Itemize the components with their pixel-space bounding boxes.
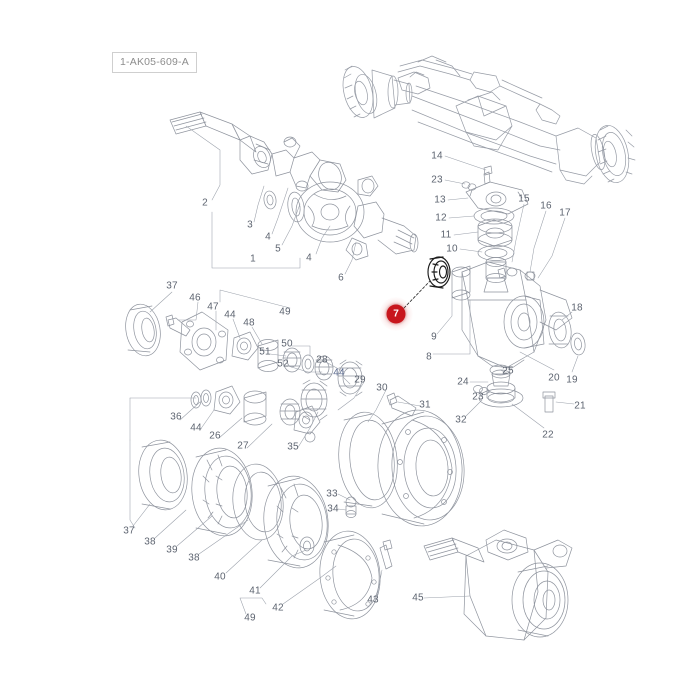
callout-number[interactable]: 41	[249, 585, 261, 597]
callout-number[interactable]: 1	[250, 253, 256, 265]
callout-number[interactable]: 40	[214, 571, 226, 583]
callout-number[interactable]: 30	[376, 382, 388, 394]
callout-number[interactable]: 34	[327, 503, 339, 515]
callout-number[interactable]: 22	[542, 429, 554, 441]
callout-number[interactable]: 36	[170, 411, 182, 423]
callout-number[interactable]: 2	[202, 197, 208, 209]
callout-number[interactable]: 4	[306, 252, 312, 264]
callout-number[interactable]: 6	[338, 272, 344, 284]
callout-number[interactable]: 14	[431, 150, 443, 162]
callout-number[interactable]: 17	[559, 207, 571, 219]
callout-number[interactable]: 51	[259, 346, 271, 358]
callout-number[interactable]: 31	[419, 399, 431, 411]
callout-number[interactable]: 24	[457, 376, 469, 388]
callout-number[interactable]: 46	[189, 292, 201, 304]
callout-number[interactable]: 23	[431, 174, 443, 186]
callout-number[interactable]: 19	[566, 374, 578, 386]
callout-number[interactable]: 37	[166, 280, 178, 292]
callout-number[interactable]: 13	[434, 194, 446, 206]
callout-number[interactable]: 38	[144, 536, 156, 548]
callout-number[interactable]: 12	[435, 212, 447, 224]
callout-number[interactable]: 18	[571, 302, 583, 314]
callout-number[interactable]: 5	[275, 243, 281, 255]
callout-number[interactable]: 11	[440, 229, 452, 241]
callout-number[interactable]: 48	[243, 317, 255, 329]
highlight-number: 7	[386, 304, 406, 324]
callout-number[interactable]: 44	[333, 367, 345, 379]
callout-number[interactable]: 25	[502, 365, 514, 377]
callout-number[interactable]: 26	[209, 430, 221, 442]
callout-number[interactable]: 15	[518, 193, 530, 205]
callout-number[interactable]: 44	[224, 309, 236, 321]
callout-number[interactable]: 45	[412, 592, 424, 604]
callout-number[interactable]: 38	[188, 552, 200, 564]
callout-number[interactable]: 3	[247, 219, 253, 231]
callout-number[interactable]: 42	[272, 602, 284, 614]
callout-number[interactable]: 16	[540, 200, 552, 212]
callout-number[interactable]: 39	[166, 544, 178, 556]
callout-number[interactable]: 27	[237, 440, 249, 452]
callout-number[interactable]: 44	[190, 422, 202, 434]
callout-number[interactable]: 8	[426, 351, 432, 363]
callout-number[interactable]: 20	[548, 372, 560, 384]
callout-number[interactable]: 10	[446, 243, 458, 255]
callout-number[interactable]: 21	[574, 400, 586, 412]
callout-number[interactable]: 43	[367, 594, 379, 606]
callout-number[interactable]: 28	[316, 354, 328, 366]
callout-number[interactable]: 9	[431, 331, 437, 343]
callout-number[interactable]: 52	[277, 358, 289, 370]
callout-number[interactable]: 35	[287, 441, 299, 453]
callout-number[interactable]: 29	[354, 374, 366, 386]
callout-number[interactable]: 32	[455, 414, 467, 426]
callout-number[interactable]: 50	[281, 338, 293, 350]
callout-number[interactable]: 33	[326, 488, 338, 500]
drawing-code-label: 1-AK05-609-A	[112, 52, 197, 73]
callout-number[interactable]: 47	[207, 301, 219, 313]
callout-number[interactable]: 4	[265, 231, 271, 243]
callout-number[interactable]: 49	[279, 306, 291, 318]
callout-number[interactable]: 23	[472, 391, 484, 403]
callout-number[interactable]: 37	[123, 525, 135, 537]
callout-number[interactable]: 49	[244, 612, 256, 624]
